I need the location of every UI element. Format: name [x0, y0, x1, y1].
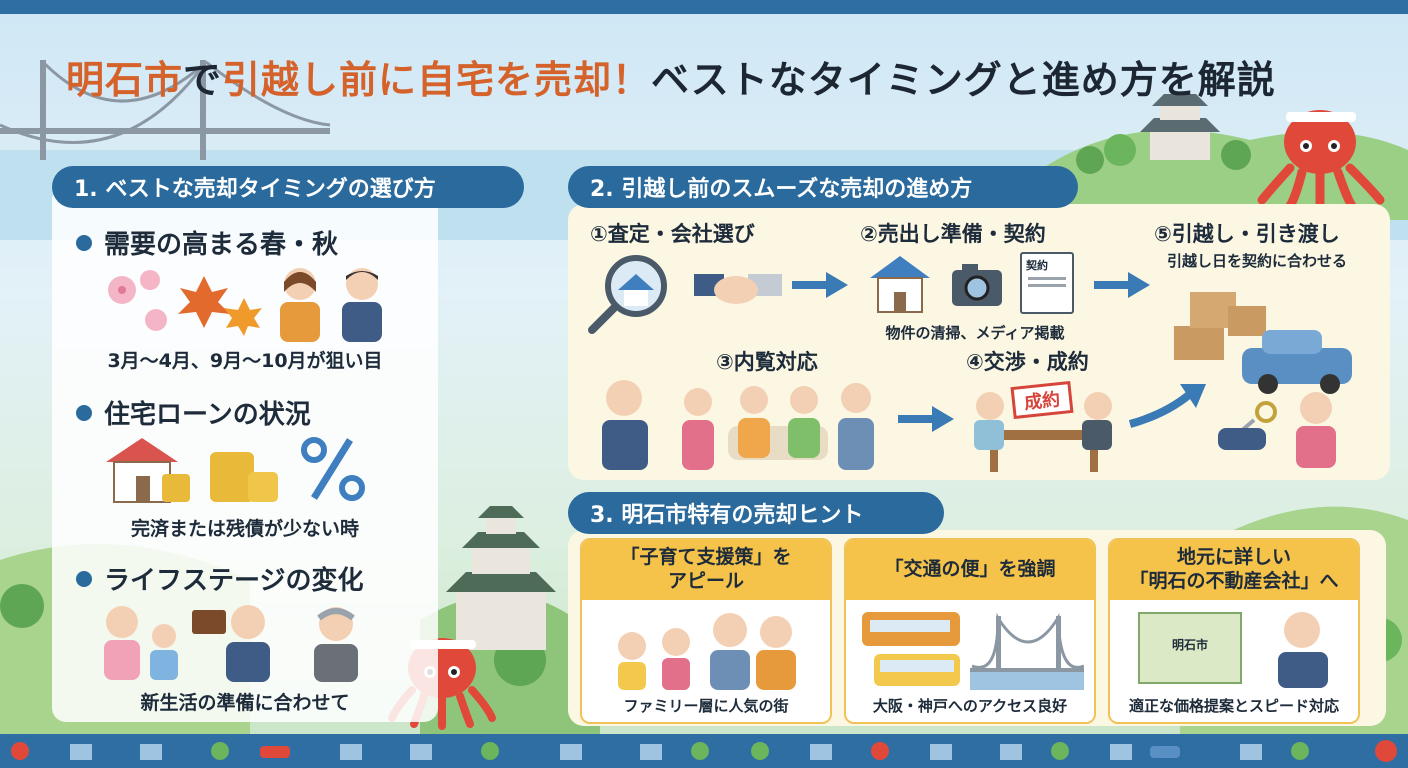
hint-card-caption: 適正な価格提案とスピード対応 [1128, 696, 1339, 715]
hint-card-title: 「子育て支援策」を アピール [582, 540, 830, 600]
visitor-avatars [682, 383, 874, 470]
step2-heading: ②売出し準備・契約 [860, 222, 1046, 246]
hand-icon [1218, 428, 1266, 450]
bullet-dot [76, 570, 92, 587]
bullet-dot [76, 234, 92, 251]
octopus-icon [1257, 110, 1385, 211]
castle-icon [1140, 94, 1220, 160]
bus-icon [874, 654, 960, 686]
season-illustration [108, 268, 382, 342]
agent-avatar [602, 380, 648, 470]
bridge-icon [970, 612, 1084, 690]
bridge-icon [0, 60, 331, 160]
contract-icon: 契約 [1020, 252, 1074, 314]
hint-card-childcare: 「子育て支援策」を アピール ファミリー層に人気の街 [580, 538, 832, 724]
timing-item-season: 需要の高まる春・秋 [76, 224, 338, 261]
step5-heading: ⑤引越し・引き渡し [1154, 222, 1340, 246]
timing-heading: 住宅ローンの状況 [104, 400, 311, 430]
section1-tab: 1. ベストな売却タイミングの選び方 [52, 166, 524, 208]
step3-illustration [602, 380, 874, 470]
hint-card-local-agency: 地元に詳しい 「明石の不動産会社」へ 明石市 適正な価格提案とスピード対応 [1108, 538, 1360, 724]
footer-decor [11, 740, 1397, 762]
sakura-icon [108, 270, 167, 331]
lifestage-caption: 新生活の準備に合わせて [140, 692, 350, 714]
hint-card-title: 「交通の便」を強調 [846, 540, 1094, 600]
contract-label: 契約 [1026, 259, 1048, 272]
hint-card-transport: 「交通の便」を強調 大阪・神戸へのアクセス良好 [844, 538, 1096, 724]
percent-icon [301, 437, 365, 501]
transport-illustration [862, 612, 1084, 690]
handshake-icon [694, 274, 782, 304]
coin-stack-icon [162, 452, 278, 502]
loan-illustration [106, 437, 365, 503]
lifestage-illustration [104, 605, 358, 682]
step2-caption: 物件の清掃、メディア掲載 [885, 324, 1065, 342]
maple-leaf-icon [178, 276, 262, 336]
loan-caption: 完済または残債が少ない時 [130, 518, 359, 540]
map-icon [1138, 612, 1242, 684]
house-icon [106, 438, 178, 503]
timing-item-lifestage: ライフステージの変化 [76, 560, 363, 597]
keys-icon [1238, 401, 1277, 434]
timing-item-loan: 住宅ローンの状況 [76, 394, 311, 431]
hint-card-caption: 大阪・神戸へのアクセス良好 [872, 696, 1068, 715]
timing-caption: 3月～4月、9月～10月が狙い目 [107, 350, 383, 372]
step2-illustration [870, 256, 1002, 313]
step4-heading: ④交渉・成約 [966, 350, 1089, 374]
step5-caption: 引越し日を契約に合わせる [1166, 252, 1347, 270]
section3-tab: 3. 明石市特有の売却ヒント [568, 492, 944, 534]
arrow-icon [1128, 384, 1206, 428]
page-title: 明石市 で 引越し前に自宅を売却！ ベストなタイミングと進め方を解説 [66, 46, 1346, 106]
worker-avatar [226, 605, 270, 682]
arrow-icon [898, 406, 954, 432]
realtor-avatar [1278, 612, 1328, 688]
map-label: 明石市 [1171, 638, 1208, 652]
boxes-icon [1174, 292, 1266, 360]
magnifier-icon [588, 255, 667, 334]
family-illustration [618, 613, 796, 690]
arrow-icon [1094, 272, 1150, 298]
title-particle: で [183, 57, 223, 102]
car-icon [1242, 330, 1352, 394]
family-avatar [104, 606, 178, 680]
senior-avatar [314, 607, 358, 682]
couple-avatar [280, 268, 382, 342]
step1-heading: ①査定・会社選び [590, 222, 755, 246]
title-subject: ベストなタイミングと進め方を解説 [651, 57, 1276, 102]
step4-illustration [974, 392, 1112, 472]
deal-stamp: 成約 [1010, 380, 1074, 420]
timing-heading: 需要の高まる春・秋 [104, 230, 339, 260]
step3-heading: ③内覧対応 [716, 350, 818, 374]
title-highlight: 引越し前に自宅を売却！ [222, 57, 652, 102]
train-icon [862, 612, 960, 646]
hint-card-caption: ファミリー層に人気の街 [623, 696, 789, 715]
briefcase-icon [192, 610, 226, 634]
bullet-dot [76, 404, 92, 421]
house-icon [870, 256, 930, 313]
title-city: 明石市 [66, 57, 184, 102]
section2-tab: 2. 引越し前のスムーズな売却の進め方 [568, 166, 1078, 208]
hint-card-title: 地元に詳しい 「明石の不動産会社」へ [1110, 540, 1358, 600]
arrow-icon [792, 272, 848, 298]
resident-avatar [1296, 392, 1336, 468]
step1-illustration [588, 255, 782, 334]
top-frame-bar [0, 0, 1408, 14]
step5-illustration [1174, 292, 1352, 468]
castle-icon [446, 506, 556, 650]
timing-heading: ライフステージの変化 [104, 566, 364, 596]
camera-icon [952, 264, 1002, 306]
